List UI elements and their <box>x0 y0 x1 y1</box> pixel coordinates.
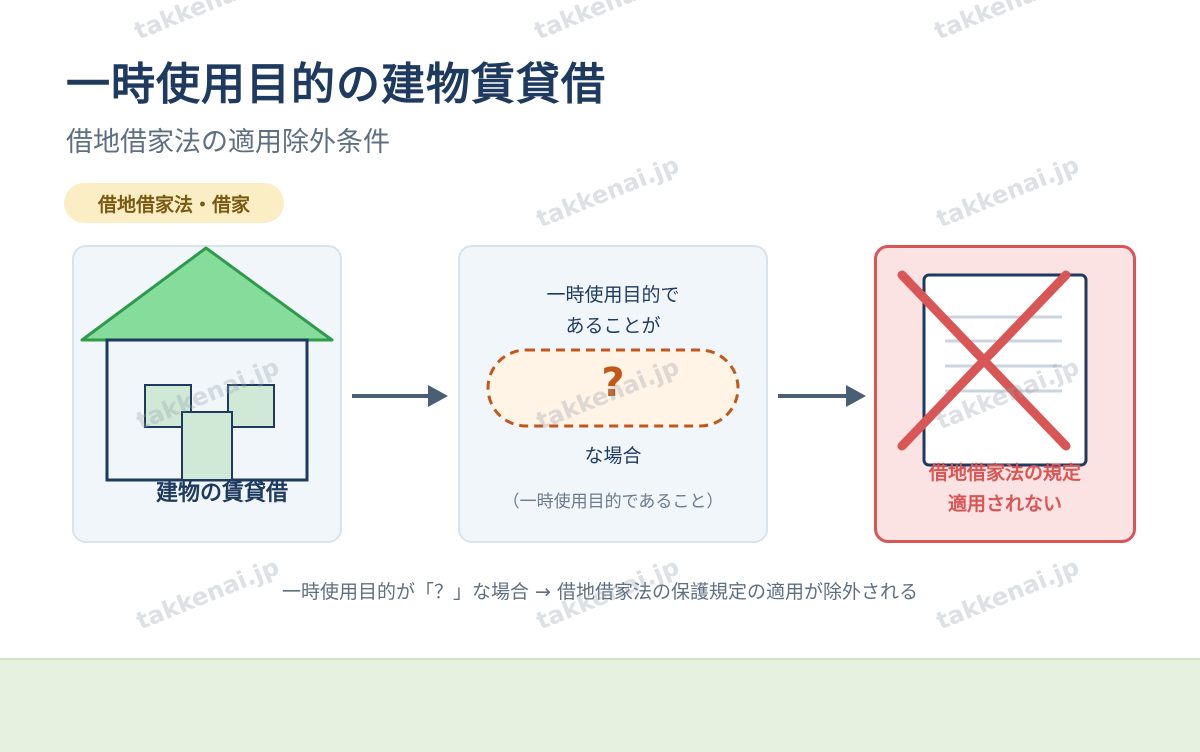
condition-after-text: な場合 <box>584 445 642 467</box>
summary-caption: 一時使用目的が「？」な場合 → 借地借家法の保護規定の適用が除外される <box>281 581 918 603</box>
page-title: 一時使用目的の建物賃貸借 <box>66 59 606 110</box>
footer-band <box>0 658 1200 752</box>
condition-note: （一時使用目的であること） <box>502 492 724 512</box>
building-caption: 建物の賃貸借 <box>155 481 288 506</box>
result-text-line1: 借地借家法の規定 <box>928 462 1081 484</box>
result-text-line2: 適用されない <box>947 493 1062 515</box>
page-subtitle: 借地借家法の適用除外条件 <box>66 127 390 158</box>
question-mark: ? <box>601 360 625 406</box>
condition-text-line2: あることが <box>565 315 661 337</box>
category-tag: 借地借家法・借家 <box>64 183 284 223</box>
condition-text-line1: 一時使用目的で <box>546 284 680 306</box>
